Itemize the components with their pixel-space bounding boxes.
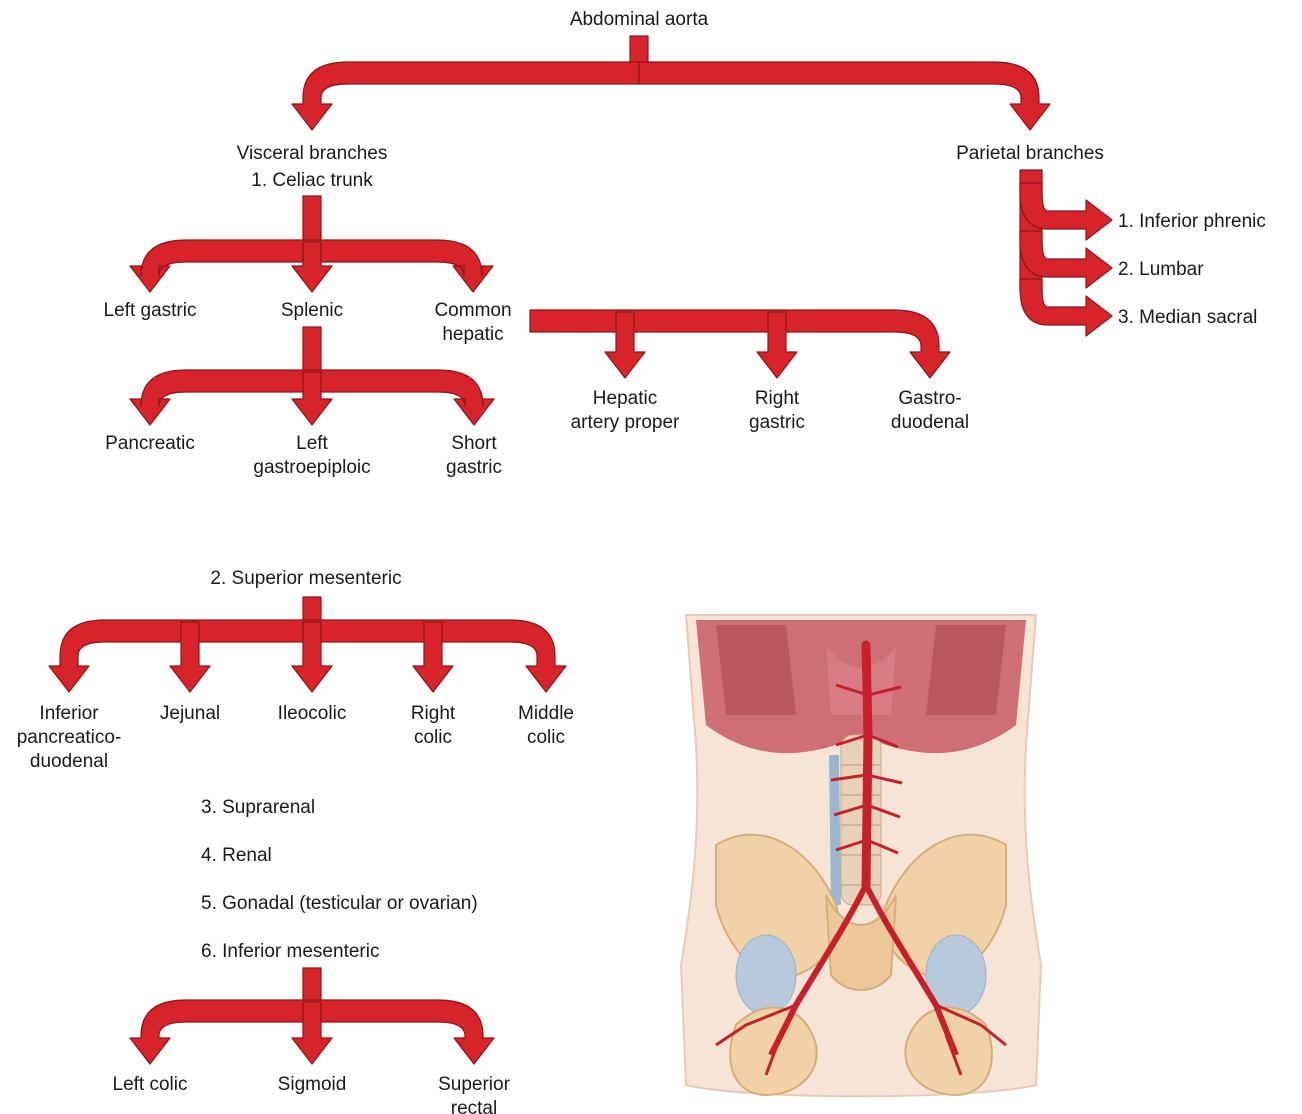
inferior-mesenteric-branch-left-arm [130,1000,312,1064]
median-sacral-label: 3. Median sacral [1118,306,1257,330]
splenic-branch-left-arm [130,370,312,425]
aorta-branch-stem [630,36,648,64]
inferior-mesenteric-branch-stem [303,968,321,1002]
celiac-trunk-label: 1. Celiac trunk [251,169,372,193]
splenic-label: Splenic [281,299,343,323]
middle-colic-label: Middle colic [518,702,574,750]
suprarenal-label: 3. Suprarenal [201,796,315,820]
right-gastric-label: Right gastric [749,387,805,435]
superior-rectal-label: Superior rectal [438,1073,510,1114]
abdominal-aorta-anatomy-illustration [676,605,1046,1105]
ileocolic-label: Ileocolic [278,702,347,726]
celiac-branch-stem [303,196,321,242]
celiac-branch-right-arm [312,240,493,292]
inferior-pancreaticoduodenal-label: Inferior pancreatico- duodenal [17,702,122,774]
superior-mesenteric-branch-stem [303,597,321,622]
aorta-branch-left-arm [292,62,639,130]
left-colic-label: Left colic [113,1073,188,1097]
right-colic-label: Right colic [411,702,455,750]
left-gastroepiploic-label: Left gastroepiploic [253,432,370,480]
pancreatic-label: Pancreatic [105,432,195,456]
gastroduodenal-label: Gastro- duodenal [891,387,969,435]
gonadal-label: 5. Gonadal (testicular or ovarian) [201,892,478,916]
left-gastric-label: Left gastric [104,299,197,323]
lumbar-label: 2. Lumbar [1118,258,1204,282]
renal-label: 4. Renal [201,844,272,868]
hepatic-artery-proper-label: Hepatic artery proper [571,387,680,435]
superior-mesenteric-label: 2. Superior mesenteric [210,567,401,591]
parietal-arrow-2 [1020,279,1112,336]
splenic-branch-right-arm [312,370,494,425]
abdominal-aorta-label: Abdominal aorta [570,8,708,32]
inferior-phrenic-label: 1. Inferior phrenic [1118,210,1266,234]
inferior-mesenteric-branch-right-arm [312,1000,494,1064]
parietal-branches-label: Parietal branches [956,142,1104,166]
common-hepatic-label: Common hepatic [434,299,511,347]
aorta-branch-right-arm [639,62,1050,130]
common-hepatic-bar-arrow [530,310,950,378]
splenic-branch-stem [303,327,321,372]
visceral-branches-label: Visceral branches [237,142,388,166]
celiac-branch-left-arm [130,240,312,292]
short-gastric-label: Short gastric [446,432,502,480]
sigmoid-label: Sigmoid [278,1073,347,1097]
jejunal-label: Jejunal [160,702,220,726]
inferior-mesenteric-label: 6. Inferior mesenteric [201,940,379,964]
